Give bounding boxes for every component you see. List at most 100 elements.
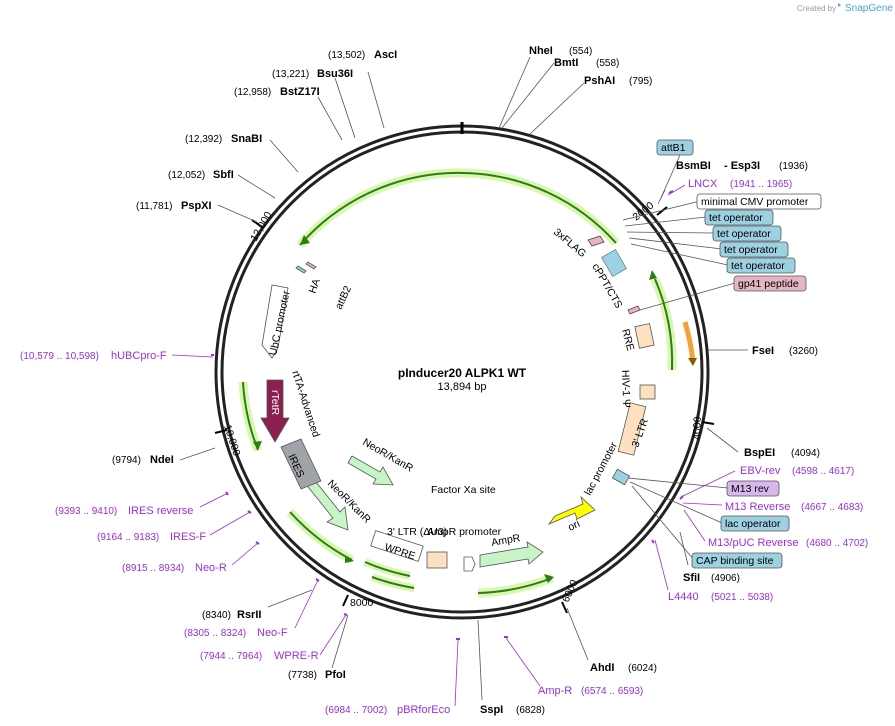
site-name-ahdi: AhdI [590,662,614,674]
primer-pos-neof: (8305 .. 8324) [184,628,246,639]
primer-name-ebv: EBV-rev [740,465,781,477]
site-pos-sfii: (4906) [711,573,740,584]
site-name-bspei: BspEI [744,447,775,459]
primer-labels: LNCX (1941 .. 1965) EBV-rev (4598 .. 461… [20,178,868,716]
box-attb1: attB1 [661,142,686,154]
primer-pos-m13r: (4667 .. 4683) [801,502,863,513]
primer-name-m13puc: M13/pUC Reverse [708,537,798,549]
label-lac-promoter: lac promoter [582,440,620,498]
snapgene-logo-icon [838,3,841,7]
primer-name-hubc: hUBCpro-F [111,350,167,362]
brand-text: SnapGene [845,3,893,14]
site-name-sbfi: SbfI [213,169,234,181]
primer-pos-pbr: (6984 .. 7002) [325,705,387,716]
primer-pos-iresf: (9164 .. 9183) [97,532,159,543]
primer-name-m13r: M13 Reverse [725,501,790,513]
tick-label-4000: 4000 [691,416,704,440]
primer-pos-neor: (8915 .. 8934) [122,563,184,574]
site-name-fsei: FseI [752,345,774,357]
box-teto-2: tet operator [717,228,771,240]
site-pos-bstz17i: (12,958) [234,87,271,98]
site-name-sspi: SspI [480,704,503,716]
label-3ltr-du3: 3' LTR (ΔU3) [387,526,447,538]
box-cap: CAP binding site [696,555,774,567]
site-labels: (13,502) AscI (13,221) Bsu36I (12,958) B… [112,45,820,716]
primer-pos-l4440: (5021 .. 5038) [711,592,773,603]
site-pos-fsei: (3260) [789,346,818,357]
primer-pos-ebv: (4598 .. 4617) [792,466,854,477]
site-pos-ahdi: (6024) [628,663,657,674]
site-name-ndei: NdeI [150,454,174,466]
site-name-sfii: SfiI [683,572,700,584]
site-name-bmti: BmtI [554,57,578,69]
primer-name-neor: Neo-R [195,562,227,574]
label-hiv: HIV-1 Ψ [619,370,632,409]
site-leaders [179,56,748,701]
site-name-asci: AscI [374,49,397,61]
site-pos-bsu36i: (13,221) [272,69,309,80]
box-teto-4: tet operator [731,260,785,272]
site-pos-bspei: (4094) [791,448,820,459]
site-name-bstz17i: BstZ17I [280,86,320,98]
label-ampr-promoter: AmpR promoter [427,526,502,538]
site-name-nhei: NheI [529,45,553,57]
callout-boxes: attB1 minimal CMV promoter tet operator … [656,139,822,569]
primer-name-iresf: IRES-F [170,531,206,543]
site-pos-pshai: (795) [629,76,652,87]
box-m13rev: M13 rev [731,483,770,495]
site-pos-bmti: (558) [596,58,619,69]
feature-shapes [260,235,656,572]
site-name-pfoi: PfoI [325,669,346,681]
site-pos-snabi: (12,392) [185,134,222,145]
site-pos-sspi: (6828) [516,705,545,716]
label-attb2: attB2 [333,284,354,311]
tick-label-8000: 8000 [350,597,374,609]
tick-marks [214,206,715,614]
site-name-bsmbi: BsmBI [676,160,711,172]
plasmid-size: 13,894 bp [438,381,487,393]
primer-name-neof: Neo-F [257,627,288,639]
primer-name-lncx: LNCX [688,178,718,190]
label-rre: RRE [619,328,636,353]
site-name-rsrii: RsrII [237,609,261,621]
site-pos-pfoi: (7738) [288,670,317,681]
site-name-pspxi: PspXI [181,200,212,212]
box-leaders [622,154,736,561]
green-feature-arcs [238,168,697,598]
site-name-bsu36i: Bsu36I [317,68,353,80]
label-ha: HA [307,277,323,295]
primer-pos-iresr: (9393 .. 9410) [55,506,117,517]
site-pos-bsmbi: (1936) [779,161,808,172]
tick-label-6000: 6000 [560,578,581,604]
label-rtta: rtTA-Advanced [289,369,322,439]
box-teto-1: tet operator [709,212,763,224]
site-pos-sbfi: (12,052) [168,170,205,181]
primer-pos-hubc: (10,579 .. 10,598) [20,351,99,362]
primer-name-ampr: Amp-R [538,685,572,697]
primer-pos-lncx: (1941 .. 1965) [730,179,792,190]
primer-name-wpre: WPRE-R [274,650,319,662]
primer-leaders [171,184,736,707]
site-pos-pspxi: (11,781) [136,201,173,212]
site-name-pshai: PshAI [584,75,615,87]
box-mincmv: minimal CMV promoter [701,196,809,208]
box-gp41: gp41 peptide [738,278,799,290]
primer-name-pbr: pBRforEco [397,704,450,716]
label-ori: ori [566,518,582,534]
box-lac-operator: lac operator [725,518,781,530]
plasmid-name: pInducer20 ALPK1 WT [398,366,527,380]
label-3xflag: 3xFLAG [551,226,588,260]
label-factorxa: Factor Xa site [431,484,496,496]
site-pos-rsrii: (8340) [202,610,231,621]
credit-text: Created by [797,4,836,13]
site-pos-asci: (13,502) [328,50,365,61]
site-pos-nhei: (554) [569,46,592,57]
site-name-snabi: SnaBI [231,133,262,145]
primer-pos-wpre: (7944 .. 7964) [200,651,262,662]
site-pos-ndei: (9794) [112,455,141,466]
primer-name-l4440: L4440 [668,591,699,603]
site-name-esp3i: - Esp3I [724,160,760,172]
label-rtetr: rTetR [269,390,281,416]
box-teto-3: tet operator [724,244,778,256]
